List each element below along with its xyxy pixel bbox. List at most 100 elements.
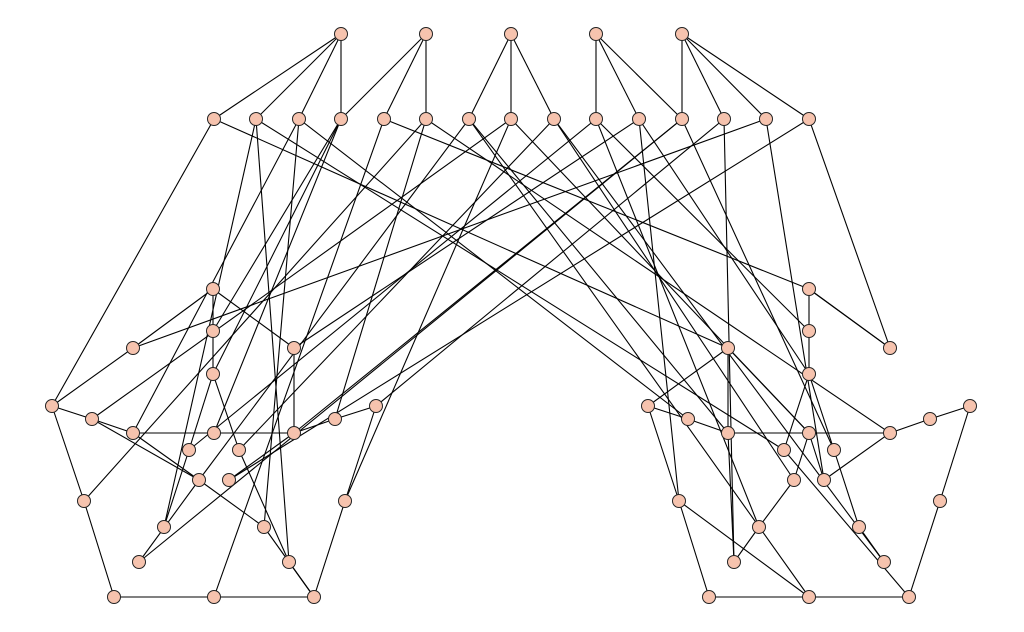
node-m6 bbox=[419, 112, 433, 126]
edge-r15-m9 bbox=[553, 118, 795, 481]
edge-t2-m4 bbox=[340, 33, 427, 120]
edge-m11-l5 bbox=[293, 118, 640, 349]
node-r6 bbox=[641, 399, 655, 413]
edge-m3-l8 bbox=[132, 118, 300, 434]
edge-m2-r13 bbox=[255, 118, 785, 451]
node-l13 bbox=[182, 443, 196, 457]
edge-m8-l7 bbox=[91, 118, 512, 420]
edge-r14-r20 bbox=[833, 449, 860, 528]
edge-l18-l12 bbox=[344, 405, 377, 502]
node-m7 bbox=[462, 112, 476, 126]
node-r4 bbox=[721, 341, 735, 355]
edge-l4-l1 bbox=[132, 288, 214, 349]
edge-m11-r17 bbox=[638, 118, 680, 502]
edge-m8-l18 bbox=[344, 118, 512, 502]
edge-m1-l6 bbox=[51, 118, 215, 407]
edge-t4-m12 bbox=[595, 33, 683, 120]
edge-t1-m2 bbox=[255, 33, 342, 120]
edge-r9-r16 bbox=[808, 432, 825, 481]
edge-l25-l18 bbox=[313, 500, 346, 598]
edge-l17-m6 bbox=[83, 118, 427, 502]
edge-m9-r22 bbox=[553, 118, 885, 563]
node-l7 bbox=[85, 412, 99, 426]
edge-l21-l15 bbox=[138, 479, 200, 563]
edge-layer bbox=[51, 33, 971, 598]
edge-m4-l3 bbox=[212, 118, 342, 375]
edge-l3-l14 bbox=[212, 373, 240, 451]
node-m8 bbox=[504, 112, 518, 126]
node-l10 bbox=[287, 426, 301, 440]
edge-r6-r4 bbox=[647, 347, 729, 407]
node-l17 bbox=[77, 494, 91, 508]
node-r1 bbox=[802, 282, 816, 296]
edge-l3-l13 bbox=[188, 373, 214, 451]
edge-m3-r7 bbox=[298, 118, 689, 420]
edge-m8-r9 bbox=[510, 118, 810, 434]
edge-m14-r16 bbox=[765, 118, 825, 481]
edge-m2-l22 bbox=[255, 118, 290, 563]
edge-m12-l10 bbox=[293, 118, 683, 434]
edge-m2-l19 bbox=[163, 118, 257, 528]
node-m9 bbox=[547, 112, 561, 126]
node-m4 bbox=[334, 112, 348, 126]
edge-m10-r19 bbox=[595, 118, 760, 528]
node-l14 bbox=[232, 443, 246, 457]
node-m11 bbox=[632, 112, 646, 126]
node-t1 bbox=[334, 27, 348, 41]
node-l21 bbox=[132, 555, 146, 569]
node-r21 bbox=[727, 555, 741, 569]
edge-l11-l12 bbox=[334, 405, 377, 420]
node-l3 bbox=[206, 367, 220, 381]
node-r14 bbox=[827, 443, 841, 457]
edge-l20-m3 bbox=[263, 118, 300, 528]
edge-r6-r17 bbox=[647, 405, 680, 502]
edge-l7-l15 bbox=[91, 418, 200, 481]
node-r7 bbox=[681, 412, 695, 426]
edge-t1-m3 bbox=[298, 33, 342, 120]
edge-t4-m11 bbox=[595, 33, 640, 120]
node-r20 bbox=[852, 520, 866, 534]
node-r3 bbox=[802, 367, 816, 381]
edge-r7-r8 bbox=[687, 418, 729, 434]
edge-m4-l9 bbox=[213, 118, 342, 434]
node-l8 bbox=[126, 426, 140, 440]
node-m15 bbox=[802, 112, 816, 126]
edge-m9-l14 bbox=[238, 118, 555, 451]
edge-r19-r15 bbox=[758, 479, 795, 528]
edge-r5-r1 bbox=[808, 288, 891, 349]
node-r10 bbox=[883, 426, 897, 440]
edge-m5-l24 bbox=[213, 118, 385, 598]
edge-m10-l13 bbox=[188, 118, 597, 451]
node-l6 bbox=[45, 399, 59, 413]
node-l16 bbox=[222, 473, 236, 487]
edge-r13-r25 bbox=[783, 449, 910, 598]
node-r16 bbox=[817, 473, 831, 487]
node-r2 bbox=[802, 324, 816, 338]
edge-r3-m11 bbox=[638, 118, 810, 375]
edge-r21-r19 bbox=[733, 526, 760, 563]
node-r17 bbox=[672, 494, 686, 508]
edge-t1-m1 bbox=[213, 33, 342, 120]
edge-m1-r4 bbox=[213, 118, 729, 349]
edge-r17-r24 bbox=[678, 500, 810, 598]
node-m1 bbox=[207, 112, 221, 126]
node-r5 bbox=[883, 341, 897, 355]
node-r11 bbox=[923, 412, 937, 426]
node-m3 bbox=[292, 112, 306, 126]
node-t2 bbox=[419, 27, 433, 41]
node-l11 bbox=[328, 412, 342, 426]
edge-m7-l15 bbox=[198, 118, 470, 481]
node-r23 bbox=[702, 590, 716, 604]
node-r13 bbox=[777, 443, 791, 457]
edge-m12-r14 bbox=[681, 118, 835, 451]
node-l18 bbox=[338, 494, 352, 508]
node-m13 bbox=[717, 112, 731, 126]
node-l12 bbox=[369, 399, 383, 413]
edge-r11-r12 bbox=[929, 405, 971, 420]
node-l1 bbox=[206, 282, 220, 296]
edge-m6-l11 bbox=[334, 118, 427, 420]
node-t3 bbox=[504, 27, 518, 41]
edge-m7-r24 bbox=[468, 118, 810, 598]
edge-l8-l15 bbox=[132, 432, 200, 481]
